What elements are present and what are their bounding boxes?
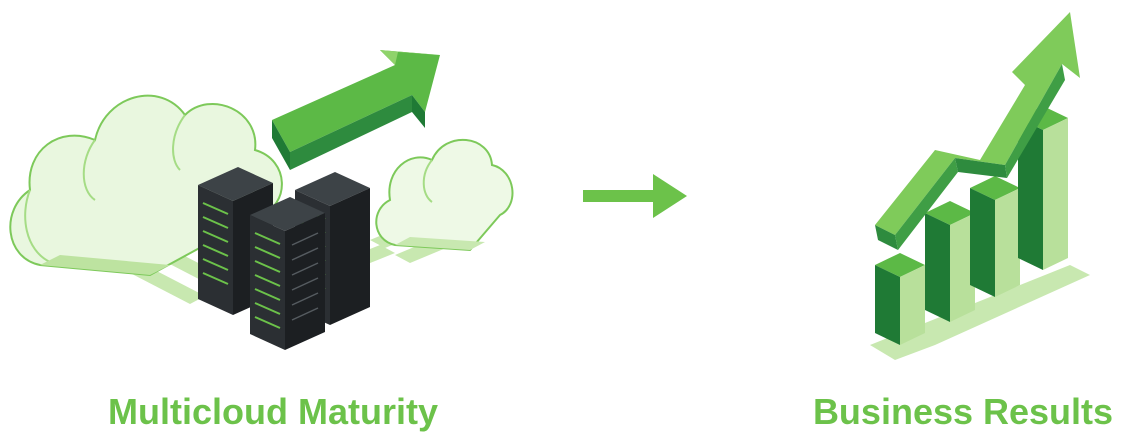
bar-1 bbox=[875, 253, 925, 345]
bar-3 bbox=[970, 176, 1020, 297]
right-arrow-icon bbox=[583, 174, 687, 218]
server-rack-front bbox=[250, 197, 325, 350]
small-cloud-icon bbox=[375, 138, 514, 252]
chart-floor bbox=[870, 265, 1090, 360]
multicloud-maturity-label: Multicloud Maturity bbox=[108, 391, 438, 432]
growth-arrow-icon bbox=[875, 12, 1080, 250]
growth-arrow-icon bbox=[272, 50, 440, 170]
bar-2 bbox=[925, 201, 975, 322]
growth-bar-chart-illustration bbox=[870, 12, 1090, 360]
cloud-server-illustration bbox=[9, 50, 514, 350]
business-results-label: Business Results bbox=[812, 391, 1114, 432]
